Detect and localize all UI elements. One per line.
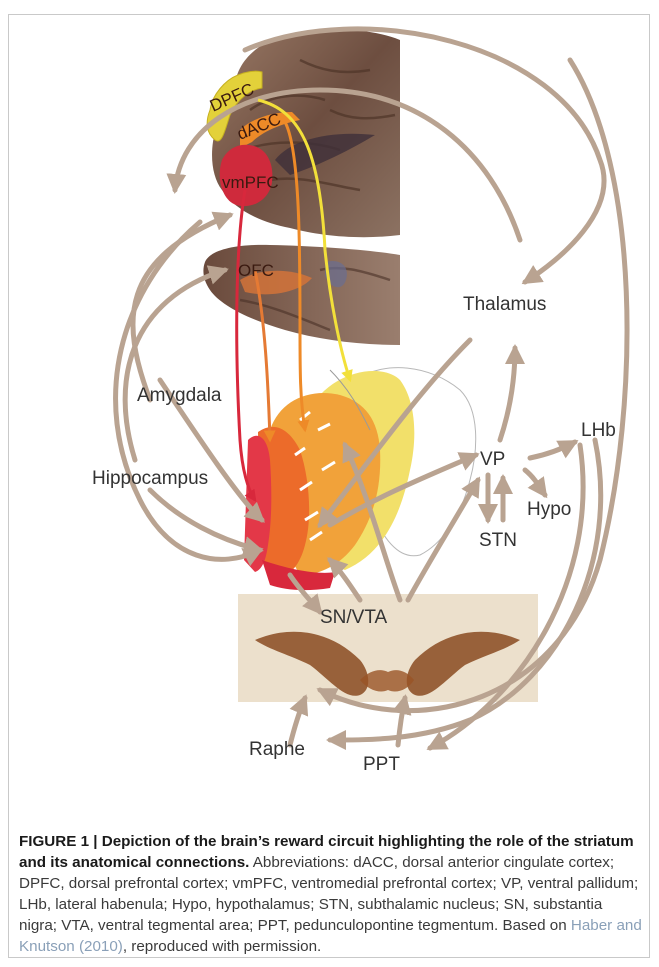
arrow-raphe-snvta xyxy=(290,698,305,745)
label-lhb: LHb xyxy=(581,420,616,441)
ventral-brain-image xyxy=(203,245,400,345)
reward-circuit-diagram: DPFC dACC vmPFC OFC Thalamus Amygdala Hi… xyxy=(0,0,659,830)
label-thalamus: Thalamus xyxy=(463,294,546,315)
midbrain-section-image xyxy=(238,594,538,702)
arrow-vp-hypo xyxy=(525,470,545,495)
label-vp: VP xyxy=(480,449,505,470)
label-hypo: Hypo xyxy=(527,499,571,520)
label-raphe: Raphe xyxy=(249,739,305,760)
arrow-vp-lhb xyxy=(530,442,575,458)
label-amygdala: Amygdala xyxy=(137,385,222,406)
label-ofc: OFC xyxy=(238,261,274,280)
label-hippocampus: Hippocampus xyxy=(92,468,208,489)
arrow-vp-thalamus xyxy=(500,348,515,440)
label-snvta: SN/VTA xyxy=(320,607,388,628)
label-stn: STN xyxy=(479,530,517,551)
caption-tail: , reproduced with permission. xyxy=(123,938,321,955)
label-vmpfc: vmPFC xyxy=(222,173,279,192)
medial-brain-image xyxy=(207,29,400,237)
label-ppt: PPT xyxy=(363,754,400,775)
figure-caption: FIGURE 1 | Depiction of the brain’s rewa… xyxy=(19,831,643,957)
